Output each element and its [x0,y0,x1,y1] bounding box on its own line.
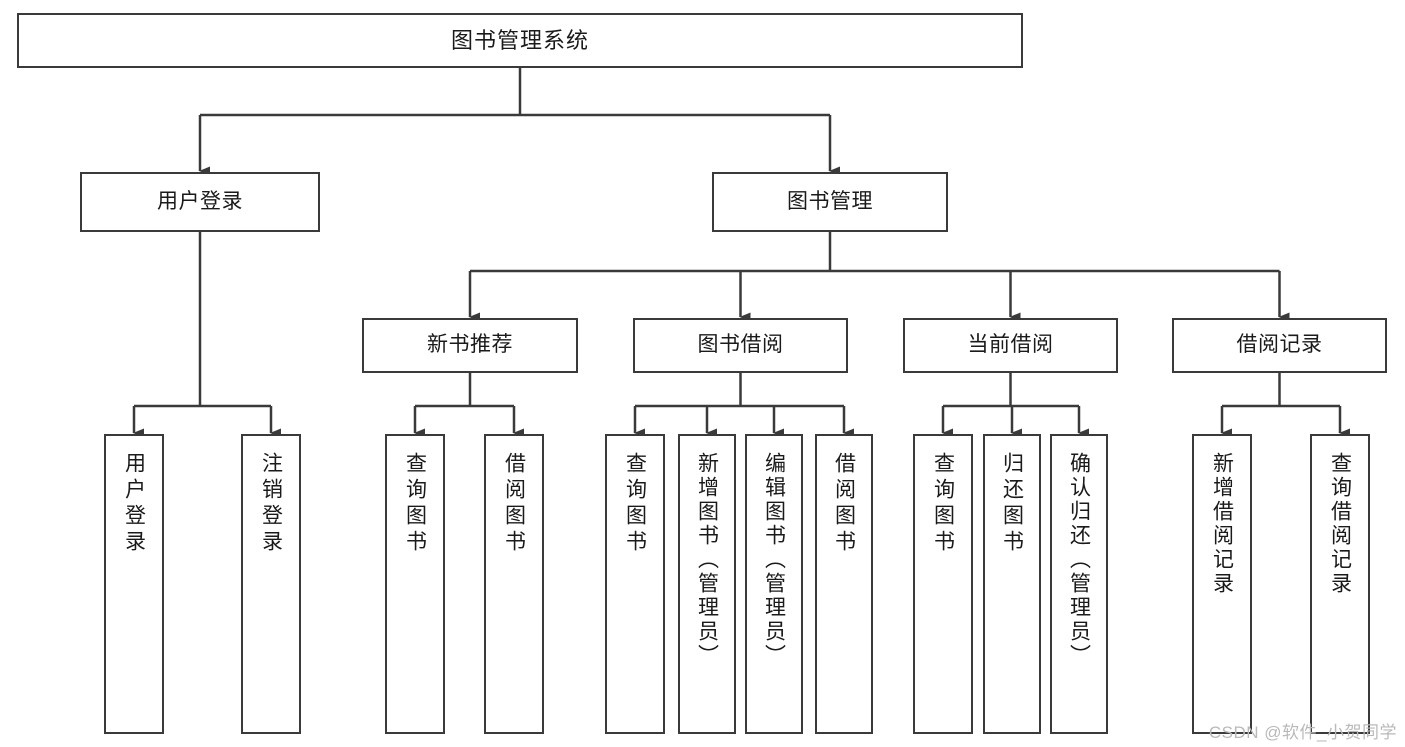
node-leaf-borrow-book-1: 借阅图书 [484,434,544,734]
node-user-login: 用户登录 [80,172,320,232]
node-leaf-return-book: 归还图书 [983,434,1041,734]
node-label: 查询图书 [403,452,427,556]
node-label: 编辑图书（管理员） [762,452,786,668]
node-book-manage: 图书管理 [712,172,948,232]
node-label: 图书借阅 [697,333,784,357]
node-book-borrow: 图书借阅 [633,318,848,373]
node-label: 新书推荐 [427,333,513,357]
node-new-book-rec: 新书推荐 [362,318,578,373]
node-label: 归还图书 [1000,452,1024,556]
node-label: 查询图书 [931,452,955,556]
node-label: 借阅图书 [832,452,856,556]
node-leaf-confirm-return: 确认归还（管理员） [1050,434,1108,734]
node-leaf-user-login: 用户登录 [104,434,164,734]
node-borrow-record: 借阅记录 [1172,318,1387,373]
node-label: 确认归还（管理员） [1067,452,1091,668]
node-leaf-edit-book: 编辑图书（管理员） [745,434,803,734]
node-leaf-query-book-2: 查询图书 [605,434,665,734]
node-leaf-logout: 注销登录 [241,434,301,734]
node-leaf-query-book-3: 查询图书 [913,434,973,734]
edge-paths [132,68,1350,438]
node-label: 借阅图书 [502,452,526,556]
watermark: CSDN @软件_小贺同学 [1208,723,1397,742]
node-leaf-add-book: 新增图书（管理员） [678,434,736,734]
node-label: 用户登录 [157,189,243,213]
node-label: 新增图书（管理员） [695,452,719,668]
node-label: 注销登录 [259,452,283,556]
node-leaf-query-book-1: 查询图书 [385,434,445,734]
node-label: 借阅记录 [1236,333,1323,357]
node-label: 用户登录 [122,452,146,556]
node-leaf-add-record: 新增借阅记录 [1192,434,1252,734]
node-label: 新增借阅记录 [1210,452,1234,596]
node-current-borrow: 当前借阅 [903,318,1118,373]
node-label: 图书管理系统 [450,27,589,53]
node-label: 当前借阅 [967,333,1054,357]
node-root: 图书管理系统 [17,13,1023,68]
node-label: 查询借阅记录 [1328,452,1352,596]
node-label: 图书管理 [787,189,873,213]
node-leaf-borrow-book-2: 借阅图书 [815,434,873,734]
node-leaf-query-record: 查询借阅记录 [1310,434,1370,734]
node-label: 查询图书 [623,452,647,556]
